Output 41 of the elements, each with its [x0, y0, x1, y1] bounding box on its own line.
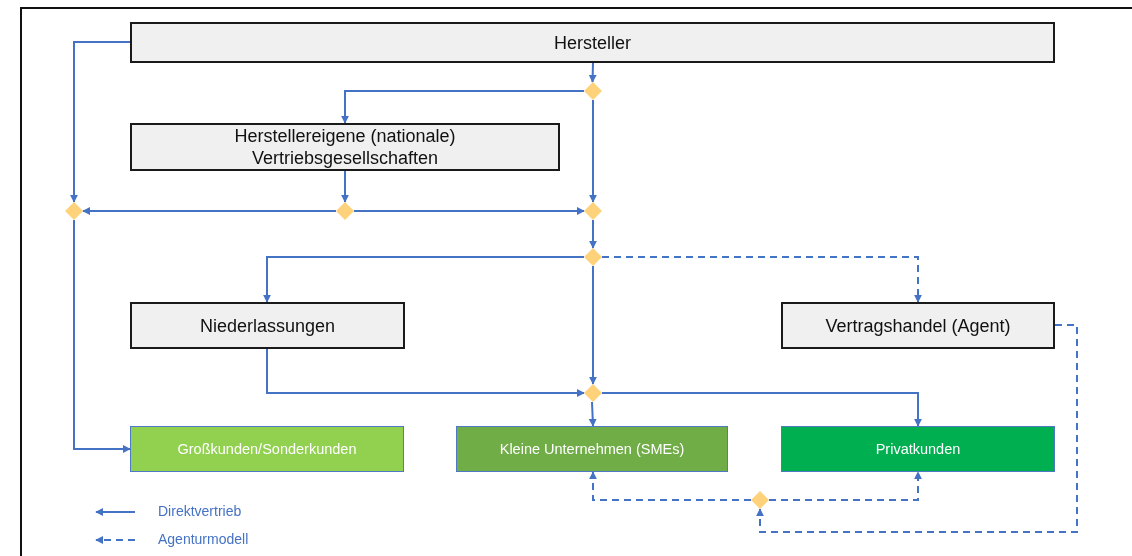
legend-label: Direktvertrieb — [158, 503, 242, 519]
diamond-junction — [584, 82, 602, 100]
channel-box — [130, 22, 1055, 63]
channel-box — [130, 123, 560, 171]
connector-arrow — [601, 256, 922, 303]
connector-arrow — [588, 401, 597, 427]
diamond-junction — [65, 202, 83, 220]
connector-arrow — [70, 41, 131, 203]
diamond-junction — [336, 202, 354, 220]
box-label: Privatkunden — [875, 441, 961, 457]
diamond-junction — [584, 202, 602, 220]
box-label: Vertragshandel (Agent) — [825, 314, 1011, 337]
channel-box — [130, 302, 405, 349]
connector-arrow — [73, 219, 131, 453]
connector-arrow — [82, 207, 337, 215]
connector-arrow — [341, 170, 349, 203]
connector-arrow — [588, 62, 597, 83]
diamond-junction — [751, 491, 769, 509]
customer-box — [781, 426, 1055, 472]
box-label: Großkunden/Sonderkunden — [177, 441, 357, 457]
connector-arrow — [601, 392, 922, 427]
connector-arrow — [589, 99, 597, 203]
connector-arrow — [589, 471, 752, 501]
connector-arrow — [756, 324, 1078, 533]
legend-label: Agenturmodell — [158, 531, 249, 547]
box-label: Niederlassungen — [199, 314, 336, 337]
channel-box — [781, 302, 1055, 349]
customer-box — [130, 426, 404, 472]
box-label: Kleine Unternehmen (SMEs) — [499, 441, 685, 457]
connector-arrow — [589, 219, 597, 249]
connector-arrow — [353, 207, 585, 215]
box-label: Hersteller — [554, 31, 631, 54]
customer-box — [456, 426, 728, 472]
connector-arrow — [341, 90, 585, 124]
connector-arrow — [263, 256, 585, 303]
connector-arrow — [589, 265, 597, 385]
box-label: Herstellereigene (nationale) Vertriebsgesellschaften — [233, 125, 457, 169]
diamond-junction — [584, 248, 602, 266]
diamond-junction — [584, 384, 602, 402]
connector-arrow — [768, 471, 922, 501]
connector-arrow — [266, 348, 585, 397]
